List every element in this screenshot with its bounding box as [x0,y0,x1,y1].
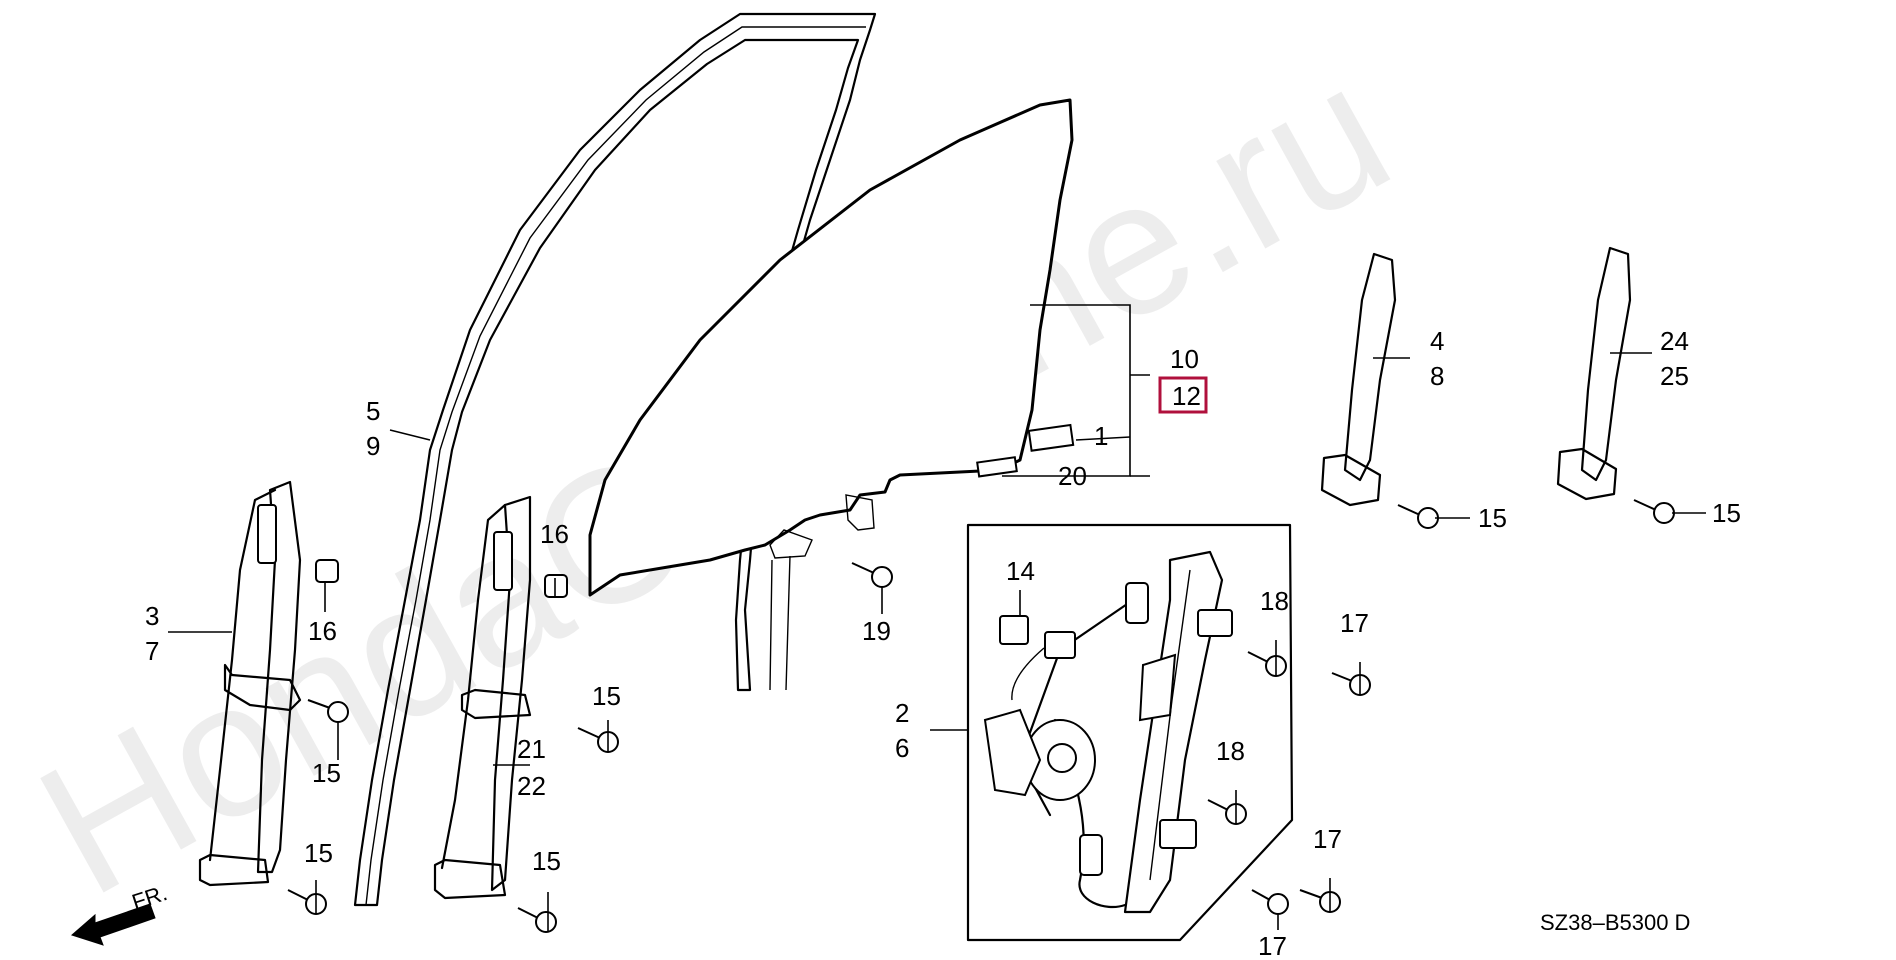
callout-7: 7 [145,636,159,666]
callout-17-lower-right: 17 [1313,824,1342,854]
callout-24: 24 [1660,326,1689,356]
callout-18-upper: 18 [1260,586,1289,616]
callout-19: 19 [862,616,891,646]
bolt-15-left-low[interactable] [287,889,327,915]
regulator-assembly-part[interactable] [983,550,1233,914]
callout-15-left-mid: 15 [312,758,341,788]
bolt-15-center-low[interactable] [517,907,557,933]
leader-lines [168,304,1706,932]
diagram-code: SZ38–B5300 D [1540,910,1690,935]
callout-15-left-low: 15 [304,838,333,868]
rear-channel-part-4-8[interactable] [1320,252,1397,507]
nut-16-center[interactable] [544,574,568,598]
bolt-18-lower[interactable] [1207,799,1247,825]
callout-2: 2 [895,698,909,728]
center-channel-part[interactable] [433,495,532,900]
nut-16-left[interactable] [315,559,339,583]
callout-15-center-mid: 15 [592,681,621,711]
callout-12[interactable]: 12 [1172,381,1201,411]
bolt-17-upper[interactable] [1331,672,1371,696]
front-channel-part[interactable] [198,480,302,887]
callout-12-highlight [1158,376,1208,414]
callout-15-rear-b: 15 [1712,498,1741,528]
callout-25: 25 [1660,361,1689,391]
callout-6: 6 [895,733,909,763]
callout-21: 21 [517,734,546,764]
callout-8: 8 [1430,361,1444,391]
callout-5: 5 [366,396,380,426]
callout-1: 1 [1094,421,1108,451]
callout-16-center: 16 [540,519,569,549]
callout-9: 9 [366,431,380,461]
bolt-17-lower-mid[interactable] [1251,889,1289,915]
callout-18-lower: 18 [1216,736,1245,766]
glass-label-sticker-1 [1027,423,1075,452]
callout-4: 4 [1430,326,1444,356]
callout-22: 22 [517,771,546,801]
glass-label-sticker-20 [976,456,1018,478]
door-glass-part[interactable] [588,98,1074,691]
callout-17-lower-mid: 17 [1258,931,1287,960]
bolt-15-rear-a[interactable] [1397,504,1439,529]
callout-10: 10 [1170,344,1199,374]
bolt-15-center-mid[interactable] [577,727,619,753]
callout-20: 20 [1058,461,1087,491]
bolt-15-rear-b[interactable] [1633,499,1675,524]
callout-15-rear-a: 15 [1478,503,1507,533]
rear-channel-part-24-25[interactable] [1556,246,1632,501]
callout-15-center-low: 15 [532,846,561,876]
bolt-18-upper[interactable] [1247,651,1287,677]
regulator-assembly-box [966,523,1294,942]
callout-3: 3 [145,601,159,631]
callout-16-left: 16 [308,616,337,646]
bolt-19[interactable] [851,562,893,588]
callout-14: 14 [1006,556,1035,586]
bolt-17-lower-right[interactable] [1299,889,1341,913]
callout-17-upper: 17 [1340,608,1369,638]
run-channel-part[interactable] [353,12,877,907]
